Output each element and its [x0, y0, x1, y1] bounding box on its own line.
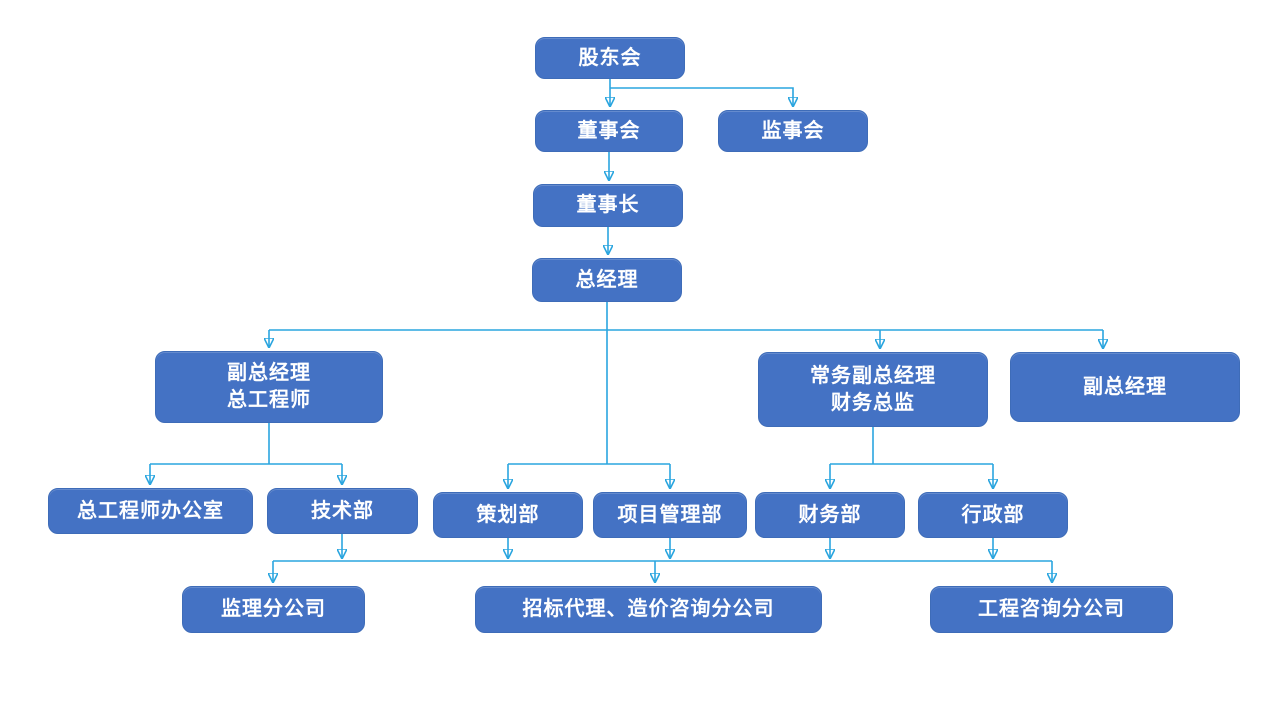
node-technology-dept: 技术部 [267, 488, 418, 534]
node-board-of-directors: 董事会 [535, 110, 683, 152]
node-admin-dept: 行政部 [918, 492, 1068, 538]
node-executive-deputy-gm-cfo: 常务副总经理 财务总监 [758, 352, 988, 427]
node-planning-dept: 策划部 [433, 492, 583, 538]
node-bidding-cost-consulting-branch: 招标代理、造价咨询分公司 [475, 586, 822, 633]
node-chief-engineer-office: 总工程师办公室 [48, 488, 253, 534]
node-general-manager: 总经理 [532, 258, 682, 302]
node-chairman: 董事长 [533, 184, 683, 227]
node-finance-dept: 财务部 [755, 492, 905, 538]
node-supervision-branch: 监理分公司 [182, 586, 365, 633]
node-supervisory-board: 监事会 [718, 110, 868, 152]
node-deputy-gm: 副总经理 [1010, 352, 1240, 422]
node-shareholders-meeting: 股东会 [535, 37, 685, 79]
connector-shareholders-supervisory [610, 87, 793, 105]
node-deputy-gm-chief-engineer: 副总经理 总工程师 [155, 351, 383, 423]
node-project-management-dept: 项目管理部 [593, 492, 747, 538]
node-engineering-consulting-branch: 工程咨询分公司 [930, 586, 1173, 633]
